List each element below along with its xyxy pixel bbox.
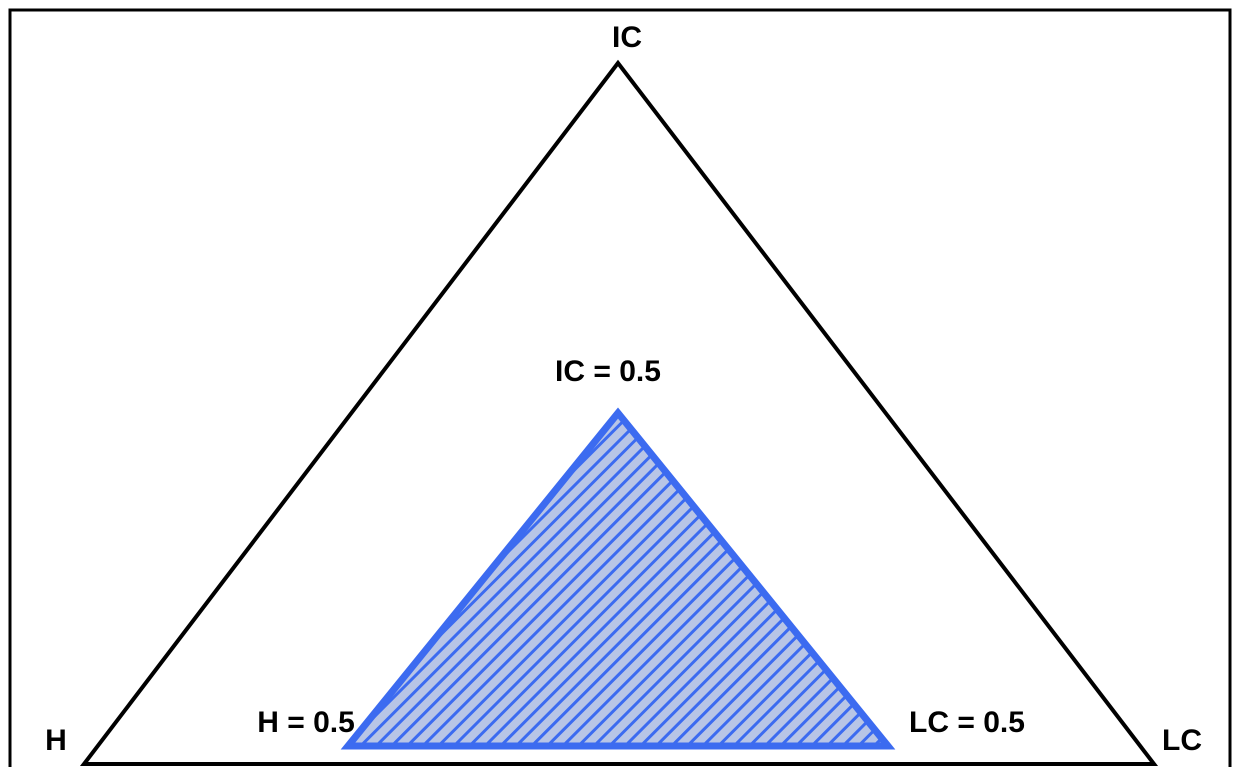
inner-vertex-label-right: LC = 0.5 <box>909 706 1025 739</box>
outer-frame <box>8 8 1232 767</box>
outer-vertex-label-top: IC <box>612 21 642 54</box>
outer-vertex-label-right: LC <box>1162 724 1202 757</box>
inner-vertex-label-left: H = 0.5 <box>257 706 355 739</box>
outer-triangle <box>79 59 1159 766</box>
inner-triangle-region <box>340 407 896 750</box>
outer-vertex-label-left: H <box>45 724 67 757</box>
inner-vertex-label-top: IC = 0.5 <box>555 355 661 388</box>
